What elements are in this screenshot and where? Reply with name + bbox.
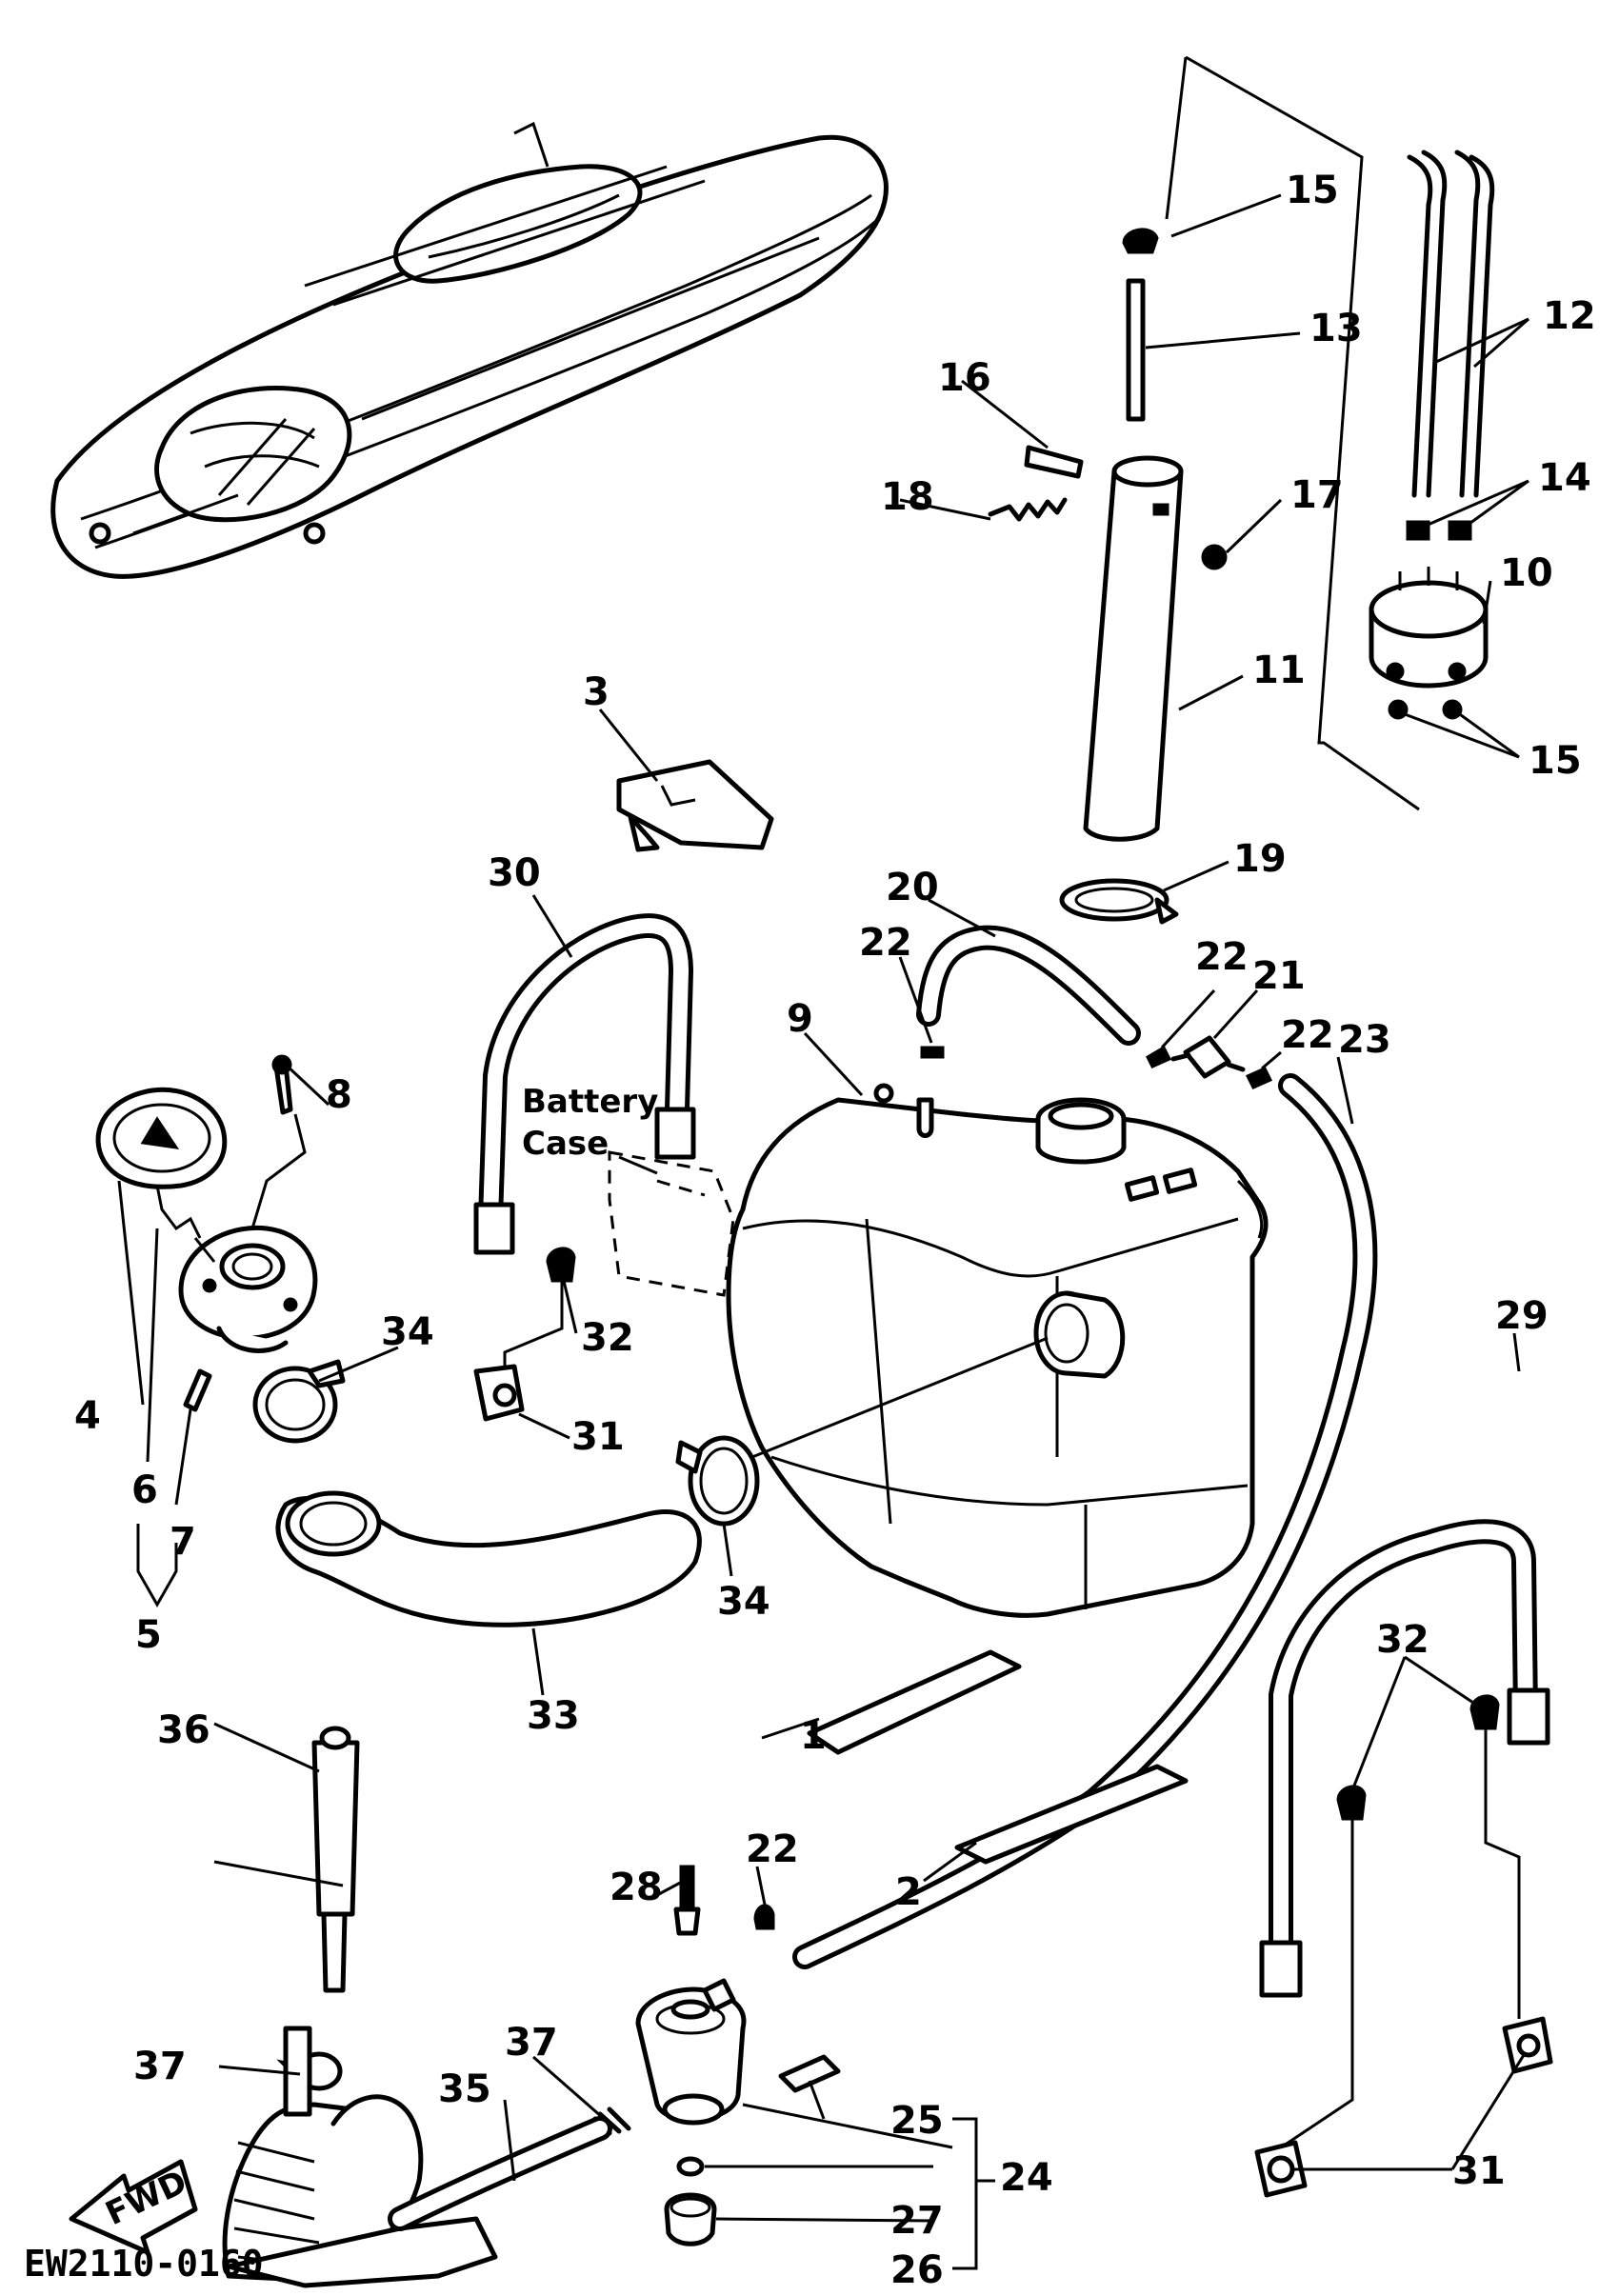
callout-7: 7: [170, 1520, 196, 1564]
callout-14: 14: [1538, 456, 1591, 500]
part-29-strap: [1259, 1519, 1550, 1998]
part-7-screw: [183, 1368, 212, 1412]
callout-37-left: 37: [133, 2045, 187, 2088]
callout-27: 27: [890, 2199, 944, 2243]
callout-12: 12: [1543, 294, 1596, 338]
part-11-filler-tube: [1083, 455, 1184, 842]
callout-5: 5: [135, 1613, 162, 1657]
callout-9: 9: [787, 997, 813, 1041]
part-3-bracket: [616, 759, 774, 852]
callout-33: 33: [527, 1694, 580, 1738]
callout-19: 19: [1233, 837, 1287, 881]
part-16-bolt: [1024, 445, 1084, 479]
part-25-bracket: [778, 2054, 841, 2093]
callout-15-bottom: 15: [1529, 739, 1582, 783]
callout-35: 35: [438, 2067, 491, 2111]
part-30-strap: [473, 913, 696, 1255]
callout-4: 4: [74, 1394, 101, 1438]
callout-34-right: 34: [717, 1580, 770, 1624]
callout-22-right: 22: [1281, 1013, 1334, 1057]
callout-34-left: 34: [381, 1310, 434, 1354]
callout-30: 30: [488, 851, 541, 895]
part-15-top-cap: [1122, 228, 1159, 254]
callout-25: 25: [890, 2099, 944, 2143]
callout-15-top: 15: [1286, 169, 1339, 212]
callout-2: 2: [895, 1870, 922, 1914]
right-strap-mount: [1254, 1694, 1553, 2198]
callout-17: 17: [1290, 473, 1344, 517]
left-strap-mount: [473, 1247, 576, 1422]
jet-pump-intake: [222, 2026, 498, 2288]
part-24-fuel-filter: [635, 1978, 747, 2126]
part-4-filler-cap: [95, 1087, 228, 1189]
callout-18: 18: [881, 475, 934, 519]
part-14-caps: [1406, 520, 1472, 541]
callout-26: 26: [890, 2248, 944, 2292]
part-36-damper: [311, 1726, 360, 1993]
callout-22-bottom: 22: [746, 1827, 799, 1871]
callout-21: 21: [1252, 954, 1306, 998]
part-34-clamp-right: [675, 1435, 760, 1527]
callout-28: 28: [610, 1866, 663, 1909]
part-35-hose: [388, 2116, 612, 2231]
part-6-filler-flange: [178, 1225, 318, 1353]
part-1-pad: [807, 1649, 1022, 1755]
part-12-pipes: [1407, 150, 1495, 498]
part-34-clamp-left: [252, 1359, 346, 1444]
callout-24: 24: [1000, 2156, 1053, 2200]
callout-32-left: 32: [581, 1316, 634, 1360]
callout-labels: 1 2 3 4 5 6 7 8 9 10 11 12 13 14 15 15 1…: [74, 169, 1596, 2292]
part-22-clips: [753, 1045, 1273, 1930]
callout-22-mid: 22: [1195, 935, 1249, 979]
part-18-spring: [988, 497, 1068, 522]
callout-16: 16: [938, 356, 991, 400]
pump-assembly-frame: [1165, 55, 1420, 811]
part-26-bowl: [664, 2192, 717, 2246]
part-21-joint: [1170, 1035, 1246, 1079]
part-9-fuel-tank: [726, 1083, 1269, 1618]
callout-8: 8: [326, 1073, 352, 1117]
callout-37-right: 37: [505, 2021, 558, 2065]
part-13-rod: [1126, 278, 1146, 422]
part-5-tether: [155, 1185, 202, 1239]
leader-lines: [117, 193, 1529, 2270]
callout-13: 13: [1309, 307, 1363, 350]
callout-31-right: 31: [1452, 2149, 1506, 2193]
callout-23: 23: [1338, 1018, 1391, 1062]
part-28-bolt: [673, 1865, 701, 1936]
battery-case-label-line2: Case: [522, 1125, 609, 1163]
part-19-clamp: [1059, 878, 1179, 925]
diagram-code: EW2110-0160: [24, 2243, 264, 2285]
fwd-arrow: FWD: [69, 2159, 198, 2255]
callout-32-right: 32: [1376, 1618, 1429, 1662]
watercraft-hull-illustration: [50, 121, 889, 579]
callout-31-left: 31: [571, 1415, 625, 1459]
part-27-seal: [676, 2156, 705, 2177]
callout-3: 3: [583, 670, 610, 714]
part-10-pump-body: [1369, 567, 1489, 720]
part-2-pad: [954, 1764, 1189, 1865]
callout-29: 29: [1495, 1294, 1549, 1338]
callout-10: 10: [1500, 551, 1553, 595]
callout-22-left: 22: [859, 921, 912, 965]
battery-case-outline: Battery Case: [522, 1083, 735, 1297]
callout-20: 20: [886, 866, 939, 909]
callout-1: 1: [800, 1714, 827, 1758]
callout-6: 6: [131, 1468, 158, 1512]
callout-36: 36: [157, 1708, 210, 1752]
part-17-nut: [1201, 544, 1228, 570]
callout-11: 11: [1252, 649, 1306, 692]
battery-case-label-line1: Battery: [522, 1083, 658, 1121]
part-33-hose: [275, 1490, 702, 1627]
